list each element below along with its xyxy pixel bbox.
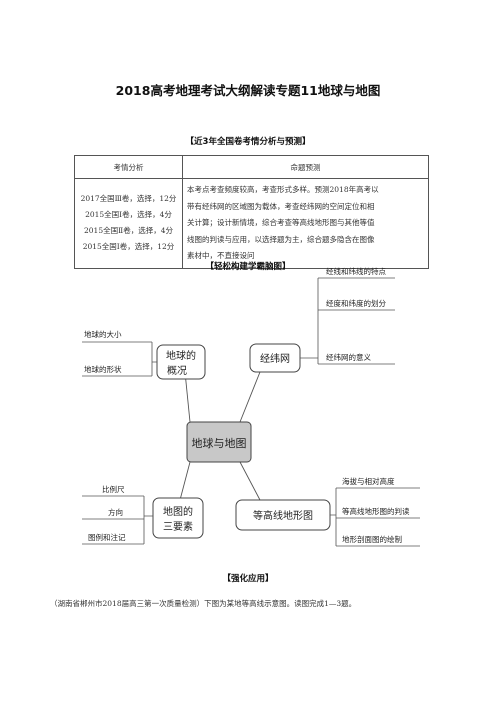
section-heading-application: 【强化应用】 bbox=[222, 574, 274, 584]
prediction-line: 带有经纬网的区域图为载体，考查经纬网的空间定位和相 bbox=[187, 201, 375, 211]
mindmap-connectors bbox=[179, 371, 261, 501]
mindmap-contour-label: 等高线地形图 bbox=[253, 509, 313, 522]
analysis-line: 2015全国Ⅱ卷，选择，4分 bbox=[84, 226, 173, 236]
table-row: 2017全国Ⅲ卷，选择，12分 2015全国Ⅰ卷，选择，4分 2015全国Ⅱ卷，… bbox=[74, 178, 429, 269]
mindmap-contour-item: 海拔与相对高度 bbox=[342, 476, 395, 486]
mindmap-contour-item: 地形剖面图的绘制 bbox=[342, 534, 402, 544]
analysis-line: 2017全国Ⅲ卷，选择，12分 bbox=[80, 194, 177, 204]
mindmap-earth-overview-line2: 概况 bbox=[167, 364, 187, 377]
table-header-row: 考情分析 命题预测 bbox=[74, 155, 429, 179]
mindmap-earth-overview-bracket bbox=[82, 341, 157, 377]
mindmap-map-elements-item: 比例尺 bbox=[102, 484, 125, 494]
mindmap-center-label: 地球与地图 bbox=[192, 436, 247, 450]
mindmap-grid-bracket bbox=[300, 277, 395, 365]
section-heading-analysis: 【近3年全国卷考情分析与预测】 bbox=[185, 137, 311, 147]
mindmap-center-node bbox=[186, 421, 252, 463]
analysis-table: 考情分析 命题预测 2017全国Ⅲ卷，选择，12分 2015全国Ⅰ卷，选择，4分… bbox=[74, 155, 429, 269]
mindmap-grid-item: 经度和纬度的划分 bbox=[326, 298, 386, 308]
mindmap-grid-item: 经线和纬线的特点 bbox=[326, 266, 386, 276]
section-heading-mindmap: 【轻松构建学霸脑图】 bbox=[205, 262, 291, 272]
mindmap-grid-item: 经纬网的意义 bbox=[326, 352, 371, 362]
mindmap-node-map-elements bbox=[152, 497, 204, 539]
table-header-prediction: 命题预测 bbox=[182, 155, 429, 179]
mindmap-contour-bracket bbox=[330, 487, 420, 547]
analysis-line: 2015全国Ⅰ卷，选择，12分 bbox=[82, 242, 175, 252]
mindmap-earth-overview-line1: 地球的 bbox=[166, 349, 196, 362]
mindmap-map-elements-item: 方向 bbox=[108, 507, 123, 517]
prediction-line: 本考点考查频度较高，考查形式多样。预测2018年高考以 bbox=[187, 185, 379, 194]
mindmap-earth-overview-item: 地球的形状 bbox=[84, 364, 122, 374]
mindmap-contour-item: 等高线地形图的判读 bbox=[342, 506, 410, 516]
prediction-line: 线图的判读与应用，以选择题为主，综合题多隐含在图像 bbox=[187, 234, 375, 244]
mindmap-map-elements-line2: 三要素 bbox=[163, 520, 193, 533]
mindmap-map-elements-bracket bbox=[82, 495, 153, 545]
analysis-line: 2015全国Ⅰ卷，选择，4分 bbox=[85, 210, 172, 220]
prediction-line: 关计算；设计新情境，综合考查等高线地形图与其他等值 bbox=[187, 218, 375, 227]
prediction-line: 素材中，不直接设问 bbox=[187, 251, 255, 260]
mind-map: 地球与地图 地球的 概况 地球的大小 地球的形状 经纬网 经线和纬线的特点 经度… bbox=[82, 266, 420, 547]
mindmap-map-elements-item: 图例和注记 bbox=[88, 532, 126, 542]
table-header-analysis: 考情分析 bbox=[74, 155, 183, 179]
mindmap-map-elements-line1: 地图的 bbox=[163, 505, 193, 518]
mindmap-grid-label: 经纬网 bbox=[260, 352, 290, 365]
prediction-cell: 本考点考查频度较高，考查形式多样。预测2018年高考以 带有经纬网的区域图为载体… bbox=[182, 178, 429, 269]
mindmap-earth-overview-item: 地球的大小 bbox=[84, 329, 122, 339]
question-intro: （湖南省郴州市2018届高三第一次质量检测）下图为某地等高线示意图。读图完成1—… bbox=[50, 599, 357, 608]
analysis-cell: 2017全国Ⅲ卷，选择，12分 2015全国Ⅰ卷，选择，4分 2015全国Ⅱ卷，… bbox=[74, 178, 183, 269]
document-title: 2018高考地理考试大纲解读专题11地球与地图 bbox=[115, 83, 381, 98]
